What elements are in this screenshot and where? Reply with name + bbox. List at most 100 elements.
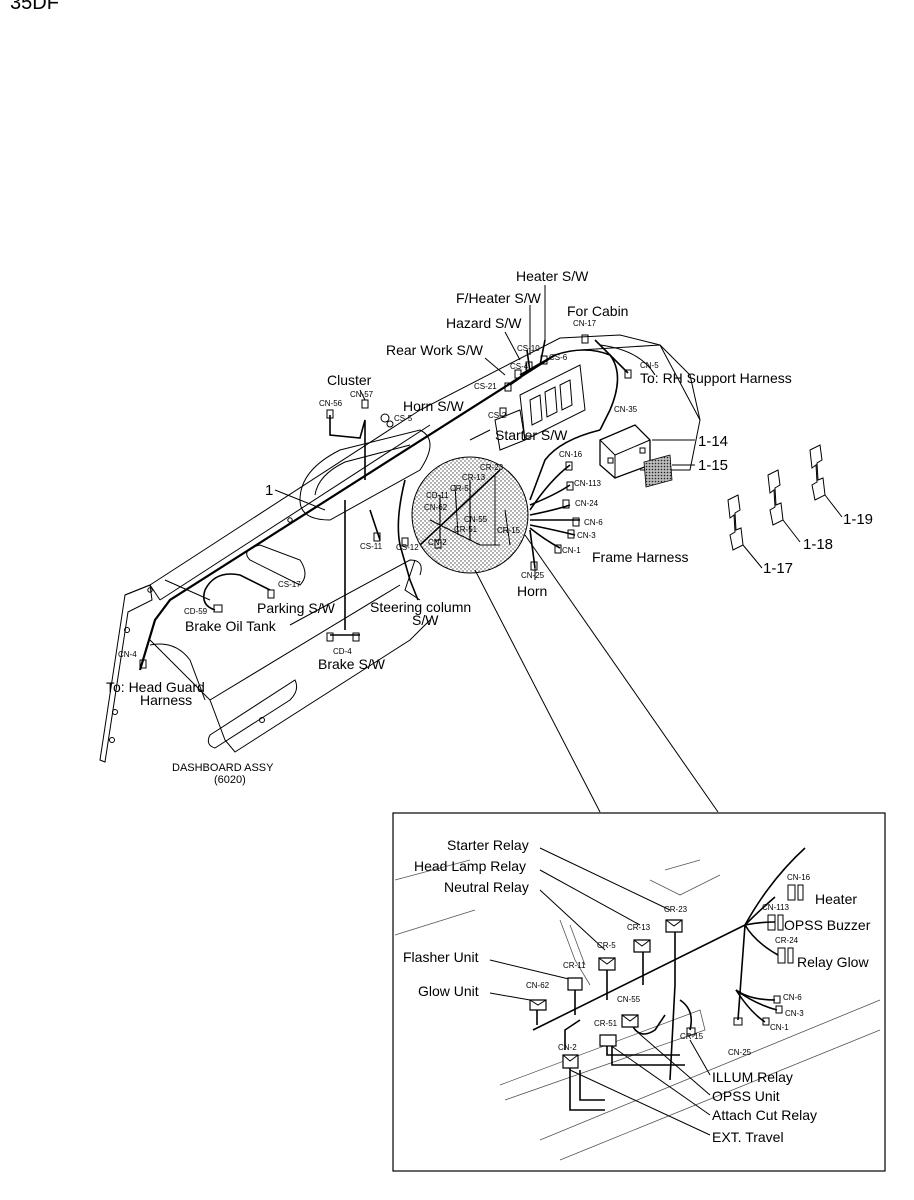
detail-head-lamp-relay: Head Lamp Relay (414, 858, 526, 874)
detail-conn-cn62: CN-62 (526, 981, 550, 990)
circle-cr13: CR-13 (462, 473, 486, 482)
label-heater-sw: Heater S/W (516, 268, 589, 284)
detail-conn-cn25: CN-25 (728, 1048, 752, 1057)
detail-opss-unit: OPSS Unit (712, 1088, 780, 1104)
label-horn: Horn (517, 583, 547, 599)
circle-cn2: CN-2 (428, 538, 447, 547)
detail-conn-cr23: CR-23 (664, 905, 688, 914)
bracket-1-17 (727, 494, 763, 569)
detail-leaders (489, 847, 711, 1136)
conn-cn57: CN-57 (350, 390, 374, 399)
zoom-circle-wiring (419, 469, 511, 546)
conn-cn1: CN-1 (562, 546, 581, 555)
conn-cn4: CN-4 (118, 650, 137, 659)
label-steering-column: Steering column (370, 599, 471, 615)
detail-neutral-relay: Neutral Relay (444, 879, 529, 895)
zoom-line-left (474, 569, 601, 813)
conn-cn17: CN-17 (573, 319, 597, 328)
circle-cr51: CR-51 (454, 525, 478, 534)
conn-cs2: CS-2 (488, 411, 507, 420)
label-head-guard: To: Head Guard (106, 679, 205, 695)
detail-conn-cr5: CR-5 (597, 941, 616, 950)
model-code: 35DF (10, 0, 59, 14)
detail-heater: Heater (815, 891, 857, 907)
circle-cn55: CN-55 (464, 515, 488, 524)
detail-flasher-unit: Flasher Unit (403, 949, 479, 965)
bracket-1-19 (809, 444, 843, 518)
detail-conn-cr51: CR-51 (594, 1019, 618, 1028)
conn-cn6: CN-6 (584, 518, 603, 527)
conn-cs6: CS-6 (549, 353, 568, 362)
detail-conn-cn55: CN-55 (617, 995, 641, 1004)
label-for-cabin: For Cabin (567, 303, 628, 319)
conn-cn35: CN-35 (614, 405, 638, 414)
label-leaders (359, 285, 546, 601)
detail-conn-cr24: CR-24 (775, 936, 799, 945)
detail-illum-relay: ILLUM Relay (712, 1069, 793, 1085)
part-1: 1 (265, 482, 273, 499)
label-brake-oil-tank: Brake Oil Tank (185, 618, 277, 634)
conn-cs4: CS-4 (510, 362, 529, 371)
detail-background-lines (394, 859, 881, 1161)
label-rh-support-harness: To: RH Support Harness (640, 370, 792, 386)
detail-conn-cn3: CN-3 (785, 1009, 804, 1018)
label-rear-work-sw: Rear Work S/W (386, 342, 484, 358)
detail-conn-cr11: CR-11 (563, 961, 586, 970)
bracket-1-18 (767, 469, 801, 543)
conn-cs10: CS-10 (517, 344, 540, 353)
part-1-15: 1-15 (698, 457, 728, 474)
circle-cd11: CD-11 (426, 491, 449, 500)
part-1-19: 1-19 (843, 511, 873, 528)
conn-cs12: CS-12 (396, 543, 419, 552)
label-fheater-sw: F/Heater S/W (456, 290, 542, 306)
label-horn-sw: Horn S/W (403, 398, 464, 414)
conn-cs17: CS-17 (278, 580, 301, 589)
detail-ext-travel: EXT. Travel (712, 1129, 784, 1145)
label-hazard-sw: Hazard S/W (446, 315, 522, 331)
part-1-18: 1-18 (803, 536, 833, 553)
detail-relays (529, 884, 804, 1069)
label-head-guard-harness: Harness (140, 692, 192, 708)
label-starter-sw: Starter S/W (495, 427, 568, 443)
main-harness (138, 339, 629, 671)
conn-cn16: CN-16 (559, 450, 583, 459)
conn-cn5: CN-5 (640, 361, 659, 370)
detail-box (392, 812, 886, 1172)
dashboard-outline (99, 334, 701, 763)
detail-conn-cr13: CR-13 (627, 923, 651, 932)
label-steering-sw: S/W (412, 612, 439, 628)
part-1-14: 1-14 (698, 433, 728, 450)
conn-cd59: CD-59 (184, 607, 208, 616)
detail-glow-unit: Glow Unit (418, 983, 479, 999)
circle-cr23: CR-23 (480, 463, 504, 472)
circle-cr5: CR-5 (450, 484, 469, 493)
detail-conn-cn6: CN-6 (783, 993, 802, 1002)
detail-starter-relay: Starter Relay (447, 837, 529, 853)
conn-cs21: CS-21 (474, 382, 497, 391)
conn-cd4: CD-4 (333, 647, 352, 656)
detail-conn-cn2: CN-2 (558, 1043, 577, 1052)
circle-cn62: CN-62 (424, 503, 448, 512)
conn-cn56: CN-56 (319, 399, 343, 408)
detail-opss-buzzer: OPSS Buzzer (784, 917, 871, 933)
conn-cn3: CN-3 (577, 531, 596, 540)
dashboard-assy-label: DASHBOARD ASSY (172, 762, 274, 774)
circle-cr15: CR-15 (497, 526, 521, 535)
module-1-14 (599, 424, 651, 479)
conn-cn25: CN-25 (521, 571, 545, 580)
detail-relay-glow: Relay Glow (797, 954, 869, 970)
label-parking-sw: Parking S/W (257, 600, 336, 616)
dashboard-assy-number: (6020) (214, 774, 246, 786)
label-cluster: Cluster (327, 372, 372, 388)
detail-conn-cn113: CN-113 (762, 903, 790, 912)
conn-cn113: CN-113 (574, 479, 602, 488)
detail-conn-cn1: CN-1 (770, 1023, 789, 1032)
zoom-line-right (524, 534, 719, 813)
part-1-17: 1-17 (763, 560, 793, 577)
conn-cn24: CN-24 (575, 499, 599, 508)
part-1-15-shape (643, 454, 673, 488)
detail-attach-cut-relay: Attach Cut Relay (712, 1107, 817, 1123)
label-frame-harness: Frame Harness (592, 549, 688, 565)
label-brake-sw: Brake S/W (318, 656, 386, 672)
